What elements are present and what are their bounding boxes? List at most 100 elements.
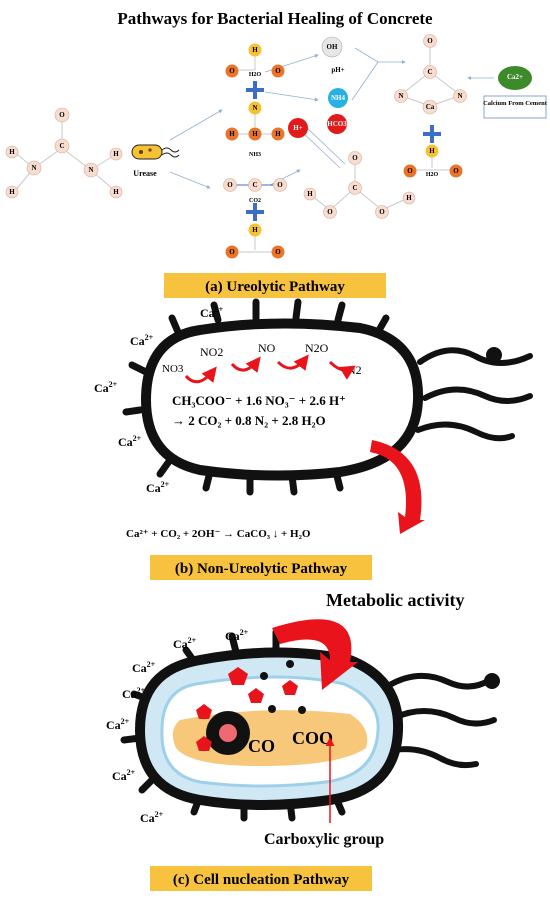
calcium-ion-label: Ca2+: [200, 305, 224, 320]
figure-title: Pathways for Bacterial Healing of Concre…: [117, 9, 433, 28]
hydroxide-ion: OH: [321, 36, 343, 58]
svg-text:N: N: [398, 92, 403, 100]
svg-text:O: O: [379, 208, 385, 216]
svg-text:CO2: CO2: [249, 198, 261, 204]
carbon-dioxide-molecule: O C O CO2: [223, 178, 287, 204]
svg-text:H: H: [113, 150, 119, 158]
bicarbonate-ion: HCO3: [327, 114, 347, 134]
nitrous-oxide-label: N2O: [305, 341, 329, 355]
calcium-ion-label: Ca2+: [106, 717, 130, 732]
svg-text:H: H: [9, 148, 15, 156]
calcium-source-label: Calcium From Cement: [483, 100, 548, 107]
svg-text:H: H: [252, 46, 258, 54]
metabolic-arrow: [272, 619, 358, 690]
water-molecule-top: H O O H2O: [225, 43, 285, 78]
ph-label: pH+: [331, 66, 344, 74]
svg-text:H: H: [406, 194, 412, 202]
urease-label: Urease: [133, 169, 157, 178]
banner-b: [150, 555, 372, 580]
reaction-line-2: → 2 CO₂ + 0.8 N₂ + 2.8 H₂O: [172, 413, 326, 428]
svg-text:O: O: [427, 37, 433, 45]
svg-text:O: O: [229, 248, 235, 256]
calcium-ion-label: Ca2+: [225, 628, 249, 643]
reaction-arrows: [169, 47, 494, 189]
hydrogen-ion: H+: [288, 118, 308, 138]
panel-c-cell-nucleation: Metabolic activity: [106, 590, 500, 891]
svg-text:O: O: [277, 181, 283, 189]
nitrate-label: NO3: [162, 363, 184, 375]
svg-text:OH: OH: [327, 43, 338, 51]
svg-text:H: H: [113, 188, 119, 196]
calcium-ion-label: Ca2+: [118, 434, 142, 449]
svg-text:O: O: [227, 181, 233, 189]
svg-text:C: C: [252, 181, 257, 189]
ammonia-molecule: N H H H NH3: [225, 101, 285, 158]
svg-text:N: N: [31, 164, 36, 172]
svg-text:N: N: [457, 92, 462, 100]
carboxyl-label-1: CO: [248, 736, 275, 756]
panel-b-non-ureolytic: Ca2+ Ca2+ Ca2+ Ca2+ Ca2+ NO3 NO2 NO N2O …: [94, 298, 533, 580]
svg-text:O: O: [59, 111, 65, 119]
svg-text:C: C: [352, 184, 357, 192]
calcium-ion: Ca2+: [498, 66, 532, 90]
svg-text:Ca2+: Ca2+: [507, 73, 523, 81]
calcium-ion-label: Ca2+: [130, 333, 154, 348]
svg-text:H: H: [252, 130, 258, 138]
metabolic-activity-label: Metabolic activity: [326, 590, 464, 610]
calcium-source-box: Calcium From Cement: [483, 95, 548, 119]
svg-text:C: C: [427, 68, 432, 76]
calcium-ion-label: Ca2+: [112, 768, 136, 783]
urea-molecule: O C N N H H H H: [5, 107, 123, 199]
calcium-ion-label: Ca2+: [140, 810, 164, 825]
calcium-carbonate-crystals: [196, 667, 298, 751]
calcium-ion-label: Ca2+: [132, 660, 156, 675]
calcium-ion-label: Ca2+: [94, 380, 118, 395]
urease-bacterium-icon: [131, 144, 180, 160]
plus-icon: [423, 125, 441, 143]
svg-text:O: O: [352, 154, 358, 162]
calcium-ion-label: Ca2+: [173, 636, 197, 651]
nitrite-label: NO2: [200, 345, 223, 359]
svg-text:H2O: H2O: [426, 172, 439, 178]
svg-text:O: O: [275, 67, 281, 75]
banner-c: [150, 866, 372, 891]
svg-text:HCO3: HCO3: [327, 120, 347, 128]
banner-b-label: (b) Non-Ureolytic Pathway: [175, 561, 348, 577]
pili: [122, 298, 390, 496]
calcium-ion-label: Ca2+: [122, 686, 146, 701]
svg-text:H: H: [275, 130, 281, 138]
flagella: [415, 347, 533, 442]
svg-text:O: O: [407, 167, 413, 175]
panel-a-ureolytic: O C N N H H H H Urease: [5, 34, 548, 298]
banner-a: [164, 273, 386, 298]
banner-a-label: (a) Ureolytic Pathway: [205, 279, 345, 295]
denitrification-arrows: [184, 354, 356, 384]
bicarbonate-structure: O C O O H H: [303, 151, 416, 219]
nucleoid-core: [219, 724, 237, 742]
nitric-oxide-label: NO: [258, 341, 276, 355]
ion-dots: [260, 660, 306, 714]
carboxylic-group-label: Carboxylic group: [264, 831, 384, 848]
svg-text:H+: H+: [293, 124, 302, 132]
water-molecule-bottom: H O O: [225, 223, 285, 259]
carboxyl-label-2: COO: [292, 728, 333, 748]
plus-icon: [246, 81, 264, 99]
svg-text:NH4: NH4: [331, 94, 346, 102]
flagella: [381, 672, 497, 769]
water-molecule-right: H O O H2O: [403, 144, 463, 178]
plus-icon: [246, 203, 264, 221]
svg-text:N: N: [252, 104, 257, 112]
svg-text:C: C: [59, 142, 64, 150]
svg-text:H: H: [9, 188, 15, 196]
svg-text:O: O: [327, 208, 333, 216]
svg-text:H: H: [307, 190, 313, 198]
svg-text:O: O: [229, 67, 235, 75]
ammonium-ion: NH4: [328, 88, 348, 108]
svg-text:N: N: [88, 166, 93, 174]
svg-text:H: H: [229, 130, 235, 138]
svg-text:H: H: [429, 147, 435, 155]
calcium-carbonate-structure: O C N N Ca: [394, 34, 467, 115]
reaction-line-1: CH₃COO⁻ + 1.6 NO₃⁻ + 2.6 H⁺: [172, 393, 346, 408]
precipitation-equation: Ca²⁺ + CO₂ + 2OH⁻ → CaCO₃ ↓ + H₂O: [126, 528, 311, 540]
